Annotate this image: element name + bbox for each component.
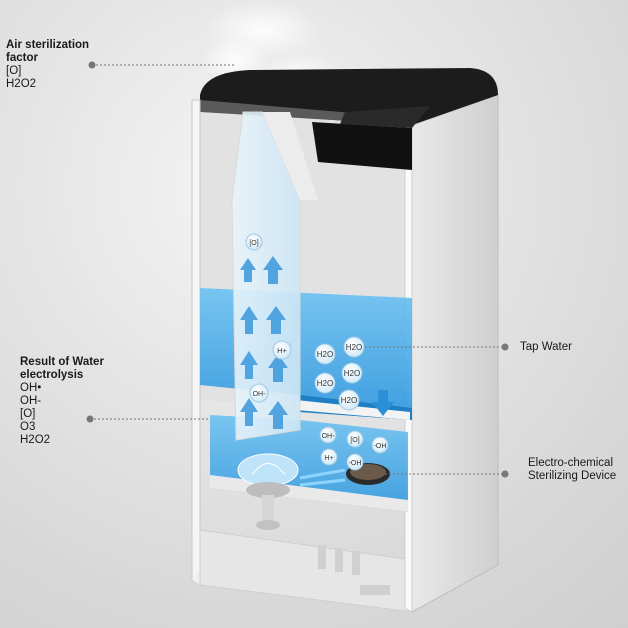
water-molecule: H2O	[344, 369, 360, 378]
water-molecule: H2O	[317, 350, 333, 359]
air-sterilization-title: Air sterilization factor	[6, 39, 90, 64]
electrolysis-label: Result of Water electrolysis OH• OH- [O]…	[20, 356, 125, 447]
leader-lines	[86, 61, 509, 478]
downflow-arrow	[372, 390, 394, 416]
chamber-molecule: OH-	[322, 433, 336, 440]
ultrasonic-transducer	[237, 453, 299, 530]
chamber-molecule: -OH	[349, 460, 362, 467]
upflow-arrows	[240, 256, 288, 429]
water-molecule: H2O	[346, 343, 362, 352]
electrolysis-item: H2O2	[20, 434, 51, 446]
electrolysis-item: O3	[20, 421, 36, 433]
electrolysis-item: [O]	[20, 408, 36, 420]
chamber-molecule: -OH	[374, 443, 387, 450]
water-molecule: H2O	[341, 396, 357, 405]
tube-molecule: H+	[277, 346, 287, 355]
device-label-line: Sterilizing Device	[528, 470, 617, 482]
chamber-molecules: OH- [O] -OH H+ -OH	[319, 426, 389, 471]
tank-molecules: H2O H2O H2O H2O H2O	[314, 336, 365, 411]
electrolysis-item: OH-	[20, 395, 42, 407]
tube-molecule: [O]	[249, 240, 258, 247]
tube-molecule: OH-	[253, 391, 267, 398]
tap-water-label: Tap Water	[520, 341, 572, 353]
device-label: Electro-chemical Sterilizing Device	[528, 457, 626, 483]
water-molecule: H2O	[317, 379, 333, 388]
air-factor-item: [O]	[6, 65, 22, 77]
air-factor-item: H2O2	[6, 78, 37, 90]
device-label-line: Electro-chemical	[528, 457, 613, 469]
chamber-molecule: [O]	[350, 437, 359, 444]
tube-molecules: [O] H+ OH-	[245, 233, 292, 403]
air-sterilization-label: Air sterilization factor [O] H2O2	[6, 39, 116, 91]
electrolysis-item: OH•	[20, 382, 42, 394]
chamber-molecule: H+	[324, 455, 333, 462]
electrolysis-title: Result of Water electrolysis	[20, 356, 104, 381]
